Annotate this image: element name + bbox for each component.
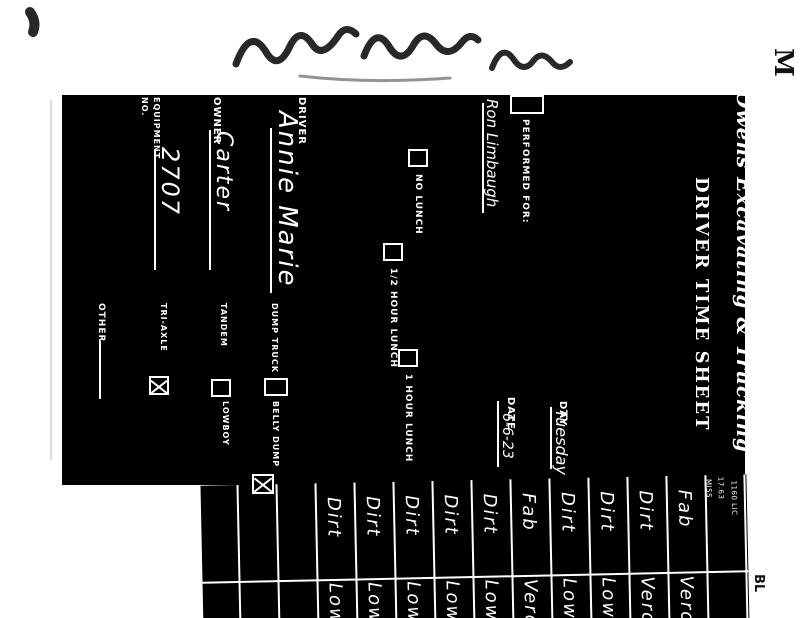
dump-truck-label: DUMP TRUCK	[270, 303, 279, 373]
table-grid-line	[392, 481, 398, 618]
clipped-margin-text: M	[768, 48, 798, 77]
page-edge-shadow	[50, 100, 52, 460]
performed-for-box	[510, 95, 544, 114]
table-cell: Dirt	[322, 496, 345, 539]
half-hour-lunch-label: 1/2 HOUR LUNCH	[388, 268, 398, 368]
other-label: OTHER	[96, 303, 106, 343]
table-cell: Lowell	[363, 581, 386, 618]
table-cell: Lowell	[402, 581, 425, 618]
table-small-text-3: 1160 LIC	[729, 480, 739, 516]
equipment-no-label: NO.	[140, 97, 149, 117]
equipment-value: 2707	[156, 147, 184, 217]
owner-signature-line	[209, 130, 211, 270]
tri-axle-checkbox	[149, 376, 169, 395]
day-value: Tuesday	[552, 409, 571, 475]
table-cell: Verona	[675, 575, 699, 618]
table-cell: Verona	[636, 576, 660, 618]
table-grid-line	[470, 480, 476, 618]
day-line	[550, 407, 552, 469]
bleed-through-marks	[25, 7, 573, 83]
table-grid-line	[236, 484, 242, 618]
table-small-text-2: 17.63	[716, 476, 725, 500]
table-cell: Lowell	[558, 577, 581, 618]
one-hour-lunch-checkbox	[398, 349, 418, 367]
table-cell: Dirt	[439, 494, 462, 537]
owner-label: OWNER	[211, 97, 222, 145]
table-grid-line	[626, 476, 632, 618]
performed-for-value: Ron Limbaugh	[483, 99, 501, 208]
margin-text-bl: BL	[751, 574, 766, 593]
table-grid-line	[665, 475, 671, 618]
table-grid-line	[275, 484, 281, 618]
no-lunch-checkbox	[408, 149, 428, 167]
date-value: 6-6-23	[499, 413, 515, 459]
table-cell: Dirt	[634, 490, 657, 532]
other-line	[99, 341, 101, 399]
timesheet-scan: Owens Excavating & Trucking DRIVER TIME …	[62, 95, 745, 485]
driver-signature-line	[270, 128, 272, 293]
one-hour-lunch-label: 1 HOUR LUNCH	[403, 374, 413, 463]
table-grid-line	[548, 478, 554, 618]
lowboy-label: LOWBOY	[221, 401, 230, 446]
table-cell: Dirt	[400, 495, 423, 537]
driver-signature: Annie Marie	[272, 111, 302, 288]
table-cell: Dirt	[595, 491, 618, 533]
equipment-line	[154, 150, 156, 270]
belly-dump-label: BELLY DUMP	[271, 401, 280, 468]
table-grid-line	[509, 479, 515, 618]
table-cell: Fab	[673, 489, 696, 529]
dump-truck-checkbox	[264, 378, 288, 396]
company-name: Owens Excavating & Trucking	[732, 95, 745, 454]
table-cell: Dirt	[478, 493, 501, 536]
table-cell: Fab	[517, 492, 540, 532]
performed-for-line	[482, 103, 484, 213]
performed-for-label: PERFORMED FOR:	[520, 119, 530, 224]
owner-signature: Carter	[211, 131, 236, 213]
table-grid-line	[353, 482, 359, 618]
table-grid-line	[314, 483, 320, 618]
table-grid-line	[431, 480, 437, 618]
no-lunch-label: NO LUNCH	[413, 174, 423, 235]
equipment-label: EQUIPMENT	[152, 97, 161, 160]
date-label: DATE	[505, 397, 516, 430]
tandem-checkbox	[211, 379, 231, 397]
table-grid-line	[743, 474, 749, 618]
date-line	[497, 401, 499, 467]
driver-label: DRIVER	[296, 97, 307, 145]
tandem-label: TANDEM	[219, 303, 228, 347]
table-cell: Verona	[519, 578, 543, 618]
table-cell: Dirt	[556, 491, 579, 534]
table-cell: Lowell	[441, 580, 464, 618]
sheet-title: DRIVER TIME SHEET	[691, 177, 712, 432]
table-cell: Dirt	[361, 495, 384, 538]
table-grid-line	[587, 477, 593, 618]
half-hour-lunch-checkbox	[383, 243, 403, 261]
table-cell: Lowell	[324, 582, 347, 618]
table-cell: Lowell	[480, 579, 503, 618]
belly-dump-checkbox	[252, 474, 274, 494]
tri-axle-label: TRI-AXLE	[159, 303, 168, 352]
table-cell: Lowell	[597, 576, 620, 618]
day-label: DAY	[557, 401, 568, 427]
